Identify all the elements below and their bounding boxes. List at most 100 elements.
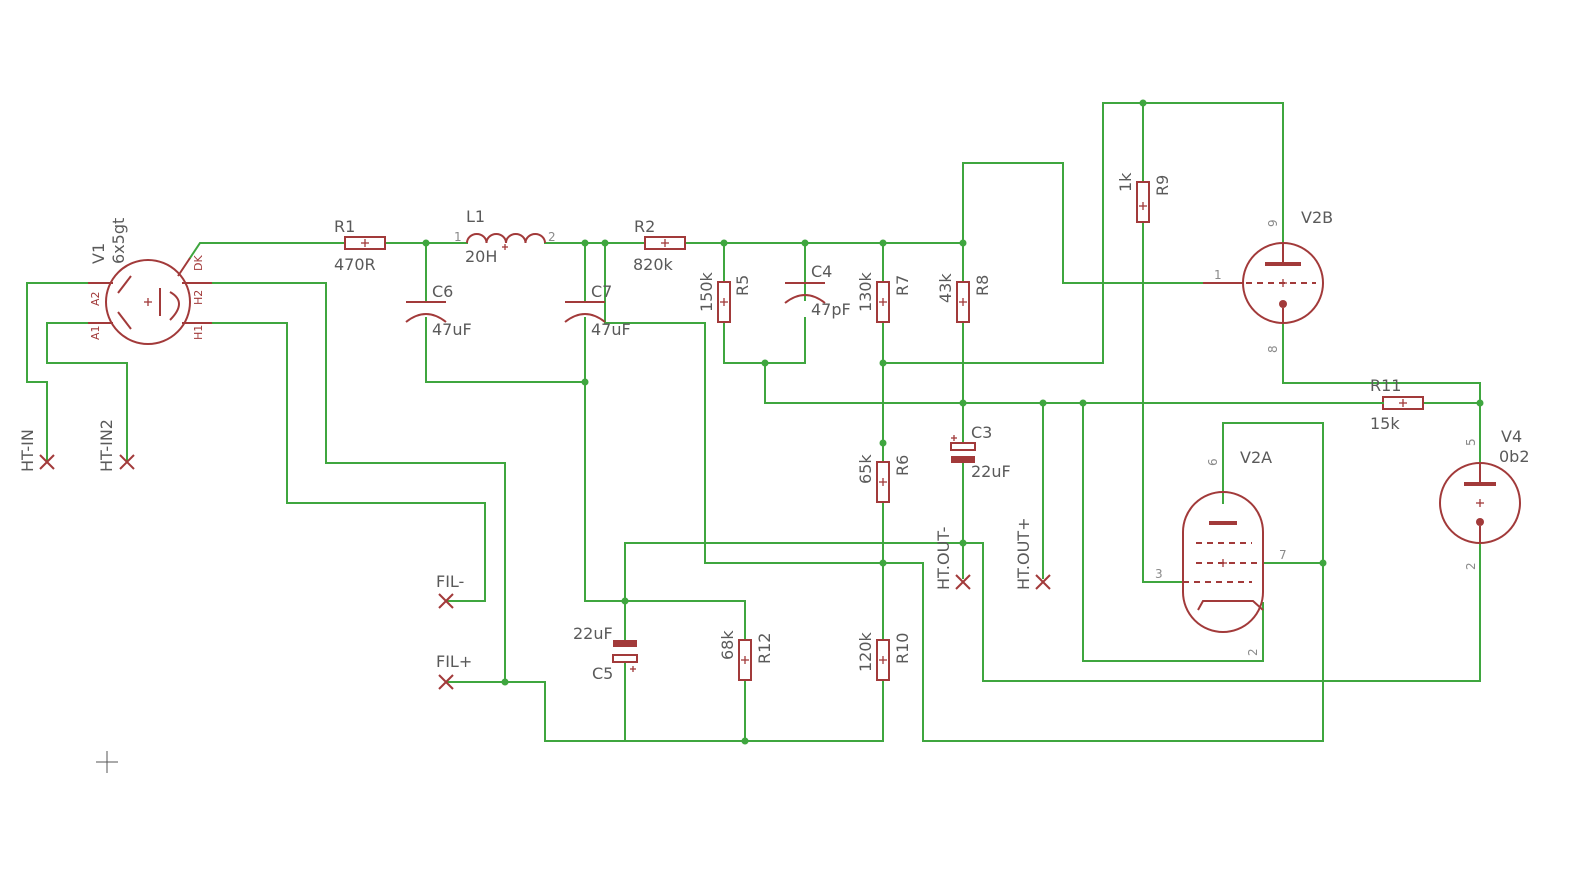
terminal-x-icon [39, 454, 55, 470]
pin-number: 1 [1214, 268, 1222, 282]
r2-value: 820k [633, 255, 674, 274]
pin-label: A1 [89, 325, 102, 340]
wire [1082, 402, 1264, 662]
c6-name: C6 [432, 282, 453, 301]
wire [1222, 422, 1324, 564]
capacitor-c7[interactable]: C7 47uF [564, 282, 631, 339]
tube-cathode [1476, 518, 1484, 526]
pin-label: H1 [192, 325, 205, 340]
capacitor-c4[interactable]: C4 47pF [784, 262, 851, 319]
junction-dot [1476, 399, 1484, 407]
r12-value: 68k [718, 630, 737, 660]
junction-dot [1319, 559, 1327, 567]
c5-value: 22uF [573, 624, 613, 643]
junction-dot [1139, 99, 1147, 107]
junction-dot [879, 359, 887, 367]
r9-value: 1k [1116, 172, 1135, 192]
pin-number: 6 [1206, 458, 1220, 466]
wire [1282, 322, 1481, 404]
junctions [422, 99, 1484, 745]
r2-name: R2 [634, 217, 655, 236]
resistor-r8[interactable]: R8 43k [936, 273, 992, 323]
terminal-ht-out-minus[interactable]: HT.OUT- [934, 527, 971, 590]
pin-number: 7 [1279, 548, 1287, 562]
tube-v2a[interactable]: V2A 6 7 3 2 [1155, 448, 1287, 656]
r10-value: 120k [856, 631, 875, 672]
c7-value: 47uF [591, 320, 631, 339]
resistor-body [1136, 181, 1150, 223]
r8-name: R8 [973, 275, 992, 296]
crosshair-cursor-icon [96, 751, 118, 773]
r10-name: R10 [893, 633, 912, 664]
resistor-body [644, 236, 686, 250]
wire [1142, 221, 1184, 583]
r1-name: R1 [334, 217, 355, 236]
r9-name: R9 [1153, 175, 1172, 196]
resistor-body [344, 236, 386, 250]
r8-value: 43k [936, 273, 955, 303]
resistor-r12[interactable]: R12 68k [718, 630, 774, 681]
terminal-fil-minus[interactable]: FIL- [436, 572, 464, 609]
wire [211, 322, 486, 602]
terminal-ht-in[interactable]: HT-IN [18, 429, 55, 472]
terminal-ht-in2[interactable]: HT-IN2 [97, 419, 135, 472]
wire [882, 102, 1284, 364]
terminal-x-icon [955, 574, 971, 590]
tube-v4[interactable]: V4 0b2 5 2 [1439, 427, 1530, 570]
wire [962, 162, 1204, 284]
v2b-name: V2B [1301, 208, 1333, 227]
v1-value: 6x5gt [109, 218, 128, 264]
r12-name: R12 [755, 633, 774, 664]
pin-label: DK [192, 255, 205, 271]
resistor-r1[interactable]: R1 470R [334, 217, 386, 274]
c3-value: 22uF [971, 462, 1011, 481]
resistor-r5[interactable]: R5 150k [697, 271, 752, 323]
resistor-body [876, 281, 890, 323]
resistor-r7[interactable]: R7 130k [856, 271, 912, 323]
l1-name: L1 [466, 207, 485, 226]
capacitor-plate-filled [951, 456, 975, 463]
capacitor-plate-curved [784, 294, 826, 304]
v2a-name: V2A [1240, 448, 1272, 467]
r6-name: R6 [893, 455, 912, 476]
r1-value: 470R [334, 255, 376, 274]
resistor-r2[interactable]: R2 820k [633, 217, 686, 274]
wire [26, 282, 89, 463]
wire [764, 362, 964, 404]
tube-v2b[interactable]: V2B 9 1 8 [1203, 208, 1333, 353]
junction-dot [741, 737, 749, 745]
junction-dot [879, 439, 887, 447]
wire [584, 317, 746, 641]
tube-v1[interactable]: V1 6x5gt A2 A1 DK H2 H1 [88, 218, 212, 345]
v1-name: V1 [89, 243, 108, 264]
v4-name: V4 [1501, 427, 1522, 446]
terminal-label: FIL- [436, 572, 464, 591]
resistor-r6[interactable]: R6 65k [856, 454, 912, 503]
r7-value: 130k [856, 271, 875, 312]
capacitor-c5[interactable]: 22uF C5 [573, 624, 638, 683]
pin-number: 2 [548, 230, 556, 244]
pin-number: 2 [1246, 648, 1260, 656]
terminal-fil-plus[interactable]: FIL+ [436, 652, 472, 690]
terminal-ht-out-plus[interactable]: HT.OUT+ [1014, 518, 1051, 590]
capacitor-plate-open [950, 442, 976, 451]
terminal-label: HT.OUT- [934, 527, 953, 590]
resistor-body [738, 639, 752, 681]
inductor-l1[interactable]: L1 20H 1 2 [454, 207, 556, 266]
r11-name: R11 [1370, 376, 1401, 395]
junction-dot [959, 399, 967, 407]
r5-name: R5 [733, 275, 752, 296]
junction-dot [720, 239, 728, 247]
wires [26, 102, 1481, 742]
terminal-label: FIL+ [436, 652, 472, 671]
junction-dot [959, 239, 967, 247]
capacitor-c3[interactable]: C3 22uF [950, 423, 1011, 481]
resistor-r10[interactable]: R10 120k [856, 631, 912, 681]
r11-value: 15k [1370, 414, 1400, 433]
wire [624, 542, 964, 641]
capacitor-c6[interactable]: C6 47uF [405, 282, 472, 339]
resistor-r11[interactable]: R11 15k [1362, 376, 1424, 433]
resistor-body [876, 461, 890, 503]
resistor-r9[interactable]: R9 1k [1116, 172, 1172, 223]
junction-dot [879, 559, 887, 567]
